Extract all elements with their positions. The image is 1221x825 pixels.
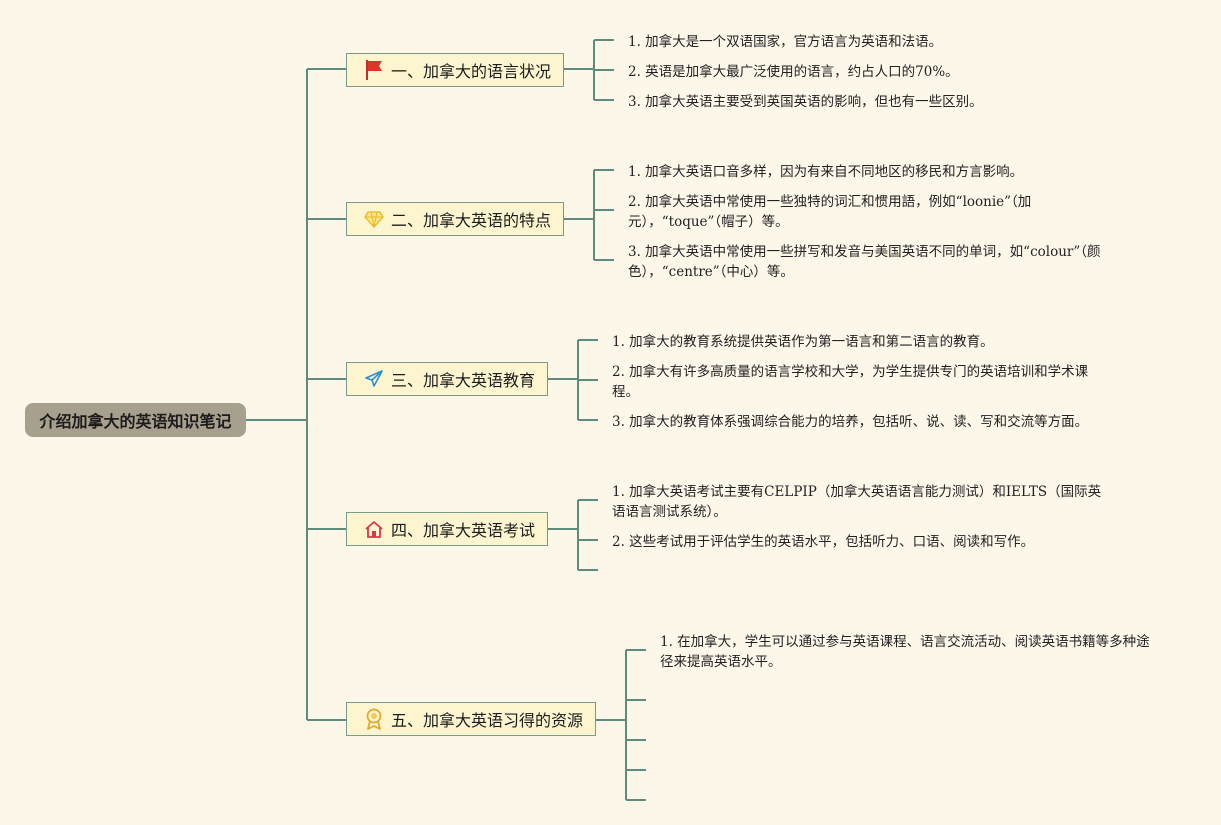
leaf-item: 1. 在加拿大，学生可以通过参与英语课程、语言交流活动、阅读英语书籍等多种途径来…	[660, 634, 1150, 670]
leaf-item: 1. 加拿大是一个双语国家，官方语言为英语和法语。	[628, 34, 943, 50]
leaf-item: 1. 加拿大英语口音多样，因为有来自不同地区的移民和方言影响。	[628, 164, 1024, 180]
root-label: 介绍加拿大的英语知识笔记	[39, 412, 232, 431]
branch-label: 二、加拿大英语的特点	[391, 211, 552, 230]
branch-label: 三、加拿大英语教育	[391, 371, 536, 390]
branch-label: 一、加拿大的语言状况	[391, 62, 552, 81]
house-icon	[363, 518, 385, 540]
leaf-item: 2. 加拿大英语中常使用一些独特的词汇和惯用語，例如“loonie”（加元），“…	[628, 194, 1032, 230]
leaf-item: 2. 英语是加拿大最广泛使用的语言，约占人口的70%。	[628, 64, 959, 80]
leaf-item: 3. 加拿大的教育体系强调综合能力的培养，包括听、说、读、写和交流等方面。	[612, 414, 1089, 430]
leaf-item: 3. 加拿大英语中常使用一些拼写和发音与美国英语不同的单词，如“colour”（…	[628, 244, 1101, 280]
branch-language-status[interactable]: 一、加拿大的语言状况	[346, 53, 564, 87]
diamond-icon	[363, 208, 385, 230]
leaf-item: 1. 加拿大的教育系统提供英语作为第一语言和第二语言的教育。	[612, 334, 994, 350]
award-medal-icon	[363, 708, 385, 730]
branch-features[interactable]: 二、加拿大英语的特点	[346, 202, 564, 236]
leaf-item: 1. 加拿大英语考试主要有CELPIP（加拿大英语语言能力测试）和IELTS（国…	[612, 484, 1102, 520]
leaf-item: 2. 这些考试用于评估学生的英语水平，包括听力、口语、阅读和写作。	[612, 534, 1035, 550]
branch-label: 五、加拿大英语习得的资源	[391, 711, 584, 730]
branch-education[interactable]: 三、加拿大英语教育	[346, 362, 548, 396]
branch-exams[interactable]: 四、加拿大英语考试	[346, 512, 548, 546]
root-node[interactable]: 介绍加拿大的英语知识笔记	[25, 403, 246, 437]
red-flag-icon	[363, 59, 385, 81]
branch-label: 四、加拿大英语考试	[391, 521, 536, 540]
branch-resources[interactable]: 五、加拿大英语习得的资源	[346, 702, 596, 736]
leaf-item: 2. 加拿大有许多高质量的语言学校和大学，为学生提供专门的英语培训和学术课程。	[612, 364, 1089, 400]
paper-plane-icon	[363, 368, 385, 390]
leaf-item: 3. 加拿大英语主要受到英国英语的影响，但也有一些区别。	[628, 94, 983, 110]
